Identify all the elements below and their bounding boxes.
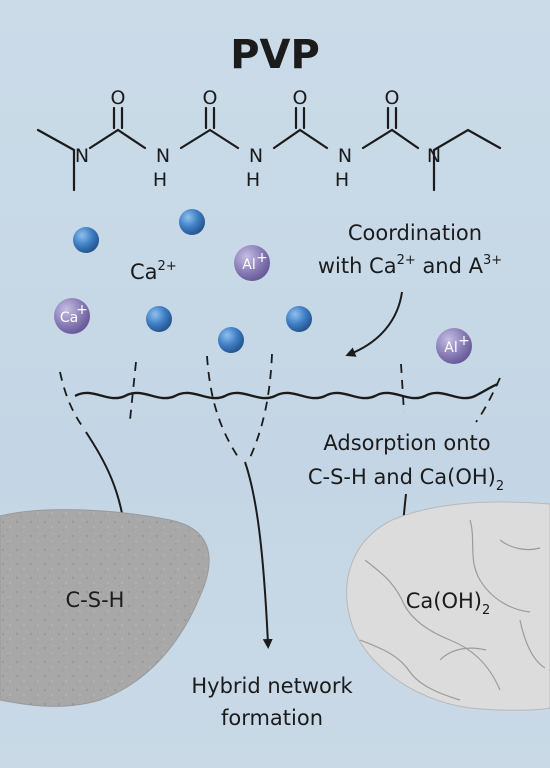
- atom-o-4: O: [385, 87, 400, 109]
- coordination-label-line2: with Ca2+ and A3+: [318, 253, 502, 278]
- caoh2-cracks: [359, 519, 546, 701]
- svg-text:+: +: [76, 302, 88, 318]
- adsorption-label-line1: Adsorption onto: [323, 431, 490, 455]
- dashed-anchor-lines: [59, 353, 501, 463]
- caoh2-label: Ca(OH)2: [406, 589, 491, 618]
- coordination-label-line1: Coordination: [348, 221, 482, 245]
- ions: Al + Ca + Al +: [54, 209, 472, 364]
- ca-ion-blue: [146, 306, 172, 332]
- hybrid-label-line2: formation: [221, 706, 323, 730]
- ca-ion-blue: [179, 209, 205, 235]
- atom-h-3: H: [335, 169, 349, 191]
- atom-n-3: N: [249, 145, 263, 167]
- csh-label: C-S-H: [66, 588, 125, 612]
- ca-ion-blue: [286, 306, 312, 332]
- hybrid-label-line1: Hybrid network: [191, 674, 353, 698]
- atom-o-2: O: [203, 87, 218, 109]
- atom-n-5: N: [427, 145, 441, 167]
- atom-o-3: O: [293, 87, 308, 109]
- adsorption-label-line2: C-S-H and Ca(OH)2: [308, 465, 504, 494]
- atom-o-1: O: [111, 87, 126, 109]
- adsorbed-polymer-wave: [74, 382, 499, 400]
- al-ion: Al +: [436, 328, 472, 364]
- atom-n-1: N: [75, 145, 89, 167]
- atom-h-2: H: [246, 169, 260, 191]
- ca-ion-purple: Ca +: [54, 298, 90, 334]
- svg-text:Ca: Ca: [60, 310, 78, 326]
- ca-ion-blue: [218, 327, 244, 353]
- svg-text:Al: Al: [444, 340, 457, 356]
- al-ion: Al +: [234, 245, 270, 281]
- svg-text:+: +: [458, 333, 470, 349]
- pvp-structure: [36, 106, 502, 192]
- coordination-arrow: [345, 291, 403, 357]
- ca-ion-label: Ca2+: [130, 259, 177, 284]
- atom-n-2: N: [156, 145, 170, 167]
- molecule-atoms: O O O O N N N N N H H H: [75, 87, 441, 191]
- carbonyl-bonds: [112, 106, 398, 130]
- svg-text:Al: Al: [242, 257, 255, 273]
- atom-n-4: N: [338, 145, 352, 167]
- svg-text:+: +: [256, 250, 268, 266]
- title: PVP: [230, 32, 320, 78]
- ca-ion-blue: [73, 227, 99, 253]
- atom-h-1: H: [153, 169, 167, 191]
- molecule-bonds: [36, 128, 502, 192]
- arrow-to-hybrid: [244, 461, 273, 649]
- csh-particle: [0, 509, 210, 707]
